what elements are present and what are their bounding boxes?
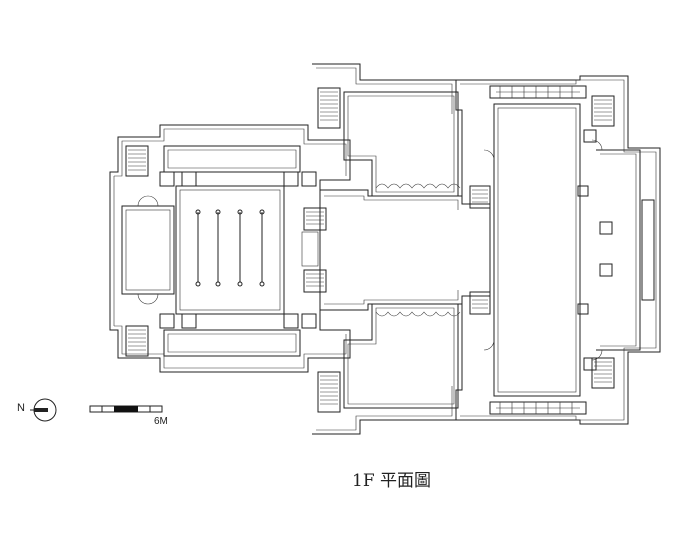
- east-wing: [456, 75, 661, 425]
- north-letter: N: [17, 402, 25, 414]
- north-block: [312, 63, 463, 197]
- scale-bar-symbol: [89, 405, 163, 413]
- drawing-title: 1F 平面圖: [352, 471, 432, 491]
- north-arrow-symbol: [30, 398, 57, 422]
- scale-label: 6M: [154, 416, 168, 427]
- central-corridor: [301, 189, 491, 311]
- west-wing: [109, 124, 351, 373]
- south-block: [312, 303, 463, 435]
